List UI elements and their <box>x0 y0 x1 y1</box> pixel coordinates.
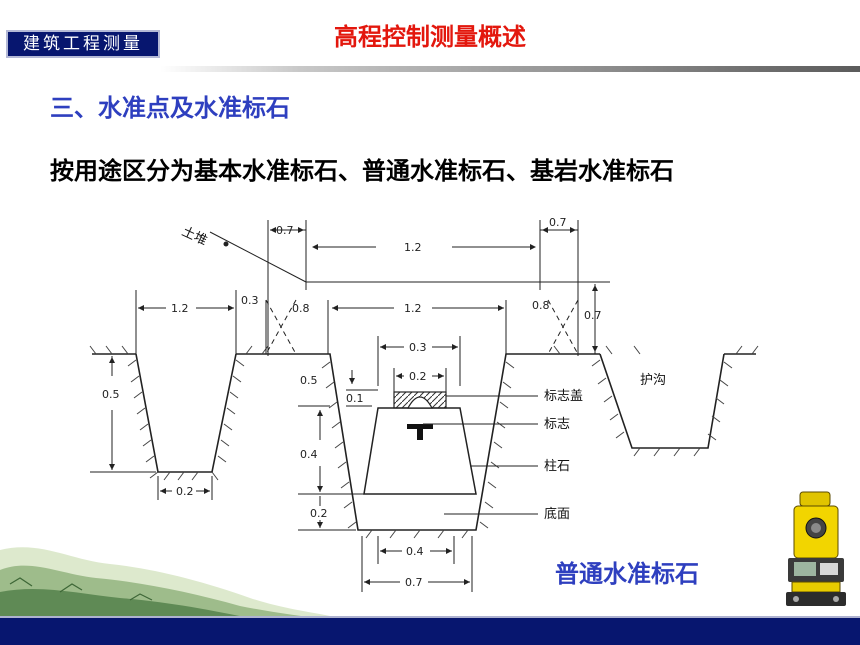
trench-outline <box>92 353 756 531</box>
label-marker-cap: 标志盖 <box>544 389 583 404</box>
dim-cap-02: 0.2 <box>409 370 427 383</box>
footer-bar <box>0 616 860 645</box>
dim-pit-01: 0.1 <box>346 392 364 405</box>
slide-title: 高程控制测量概述 <box>334 23 526 51</box>
label-ditch: 护沟 <box>640 373 666 388</box>
dim-pit-02: 0.2 <box>310 507 328 520</box>
course-badge: 建筑工程测量 <box>6 30 160 58</box>
dim-03-small: 0.3 <box>241 294 259 307</box>
diagram-caption: 普通水准标石 <box>555 560 699 588</box>
dim-left-12: 1.2 <box>171 302 189 315</box>
dim-left-02-bottom: 0.2 <box>176 485 194 498</box>
intro-text: 按用途区分为基本水准标石、普通水准标石、基岩水准标石 <box>50 157 674 185</box>
dim-right-07-vertical: 0.7 <box>584 309 602 322</box>
dim-pit-05: 0.5 <box>300 374 318 387</box>
marker-dome <box>406 396 434 409</box>
pillar-stone <box>363 407 477 495</box>
label-base: 底面 <box>544 506 570 522</box>
label-marker: 标志 <box>544 417 570 432</box>
dim-08-left: 0.8 <box>292 302 310 315</box>
dim-left-05: 0.5 <box>102 388 120 401</box>
dimension-lines <box>90 220 610 592</box>
dim-pit-04: 0.4 <box>300 448 318 461</box>
benchmark-stone <box>363 391 477 495</box>
dim-mid-12: 1.2 <box>404 302 422 315</box>
total-station-icon <box>786 491 846 606</box>
label-pillar: 柱石 <box>544 459 570 474</box>
leader-lines <box>423 395 538 515</box>
label-soil-mound: 土堆 <box>179 224 209 249</box>
header-divider <box>160 66 860 72</box>
dim-08-right: 0.8 <box>532 299 550 312</box>
dim-top-07-left: 0.7 <box>276 224 294 237</box>
dim-top-12: 1.2 <box>404 241 422 254</box>
dim-top-07-right: 0.7 <box>549 216 567 229</box>
marker-stem <box>417 424 423 440</box>
dim-bottom-07: 0.7 <box>405 576 423 589</box>
section-heading: 三、水准点及水准标石 <box>50 94 290 122</box>
dim-cap-03: 0.3 <box>409 341 427 354</box>
landscape-decoration-icon <box>0 547 330 620</box>
soil-hatching <box>89 345 759 539</box>
dimension-arrows <box>109 227 598 585</box>
dim-bottom-04: 0.4 <box>406 545 424 558</box>
